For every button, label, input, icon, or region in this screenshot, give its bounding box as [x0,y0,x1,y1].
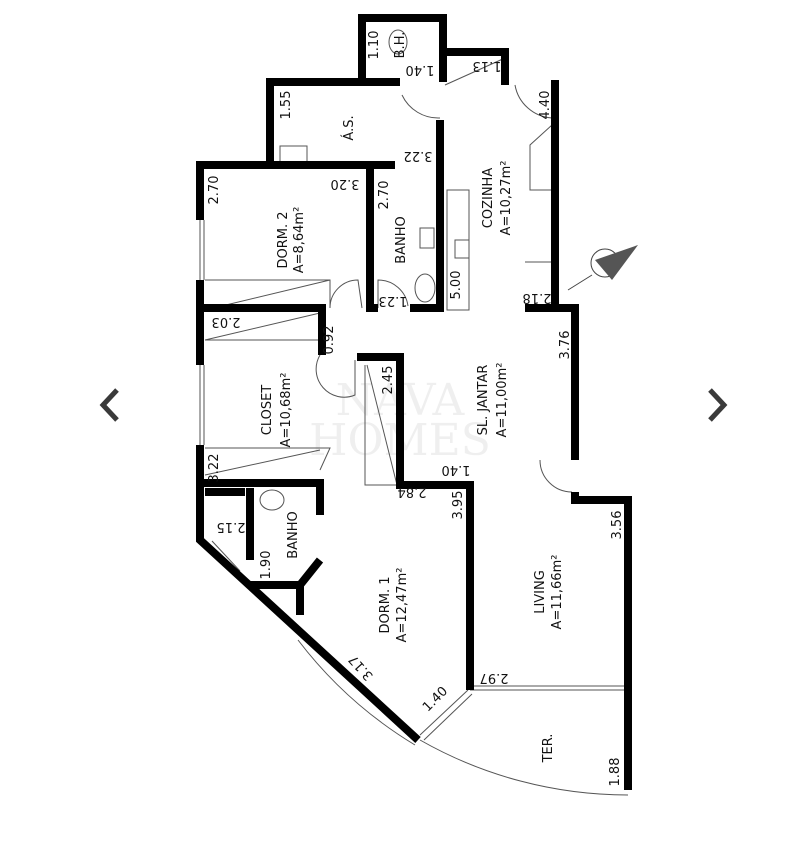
room-label-banho-1: BANHO [394,216,409,264]
room-label-banho-2: BANHO [286,511,301,559]
previous-image-button[interactable] [85,380,135,430]
dimension: 3.22 [207,454,222,483]
dimension: 2.15 [217,519,246,534]
dimension: 3.76 [558,331,573,360]
room-label-as: Á.S. [341,115,357,140]
walls [196,14,632,790]
dimension: 2.70 [377,181,392,210]
room-area-living: A=11,66m² [550,555,565,630]
dimension: 3.95 [451,491,466,520]
dimension-labels: 1.10 1.40 1.13 1.55 4.40 3.22 3.20 2.70 … [207,31,625,787]
dimension: 3.20 [331,176,360,191]
room-area-cozinha: A=10,27m² [499,161,514,236]
room-label-dorm2: DORM. 2 [276,211,291,268]
dimension: 4.40 [538,91,553,120]
dimension: 2.45 [381,366,396,395]
chevron-left-icon [99,388,119,422]
dimension: 1.40 [406,62,435,77]
room-area-dorm1: A=12,47m² [395,568,410,643]
dimension: 2.97 [480,670,509,685]
room-label-terraco: TER. [541,734,556,764]
dimension: 3.56 [610,511,625,540]
dimension: 1.88 [608,758,623,787]
fixtures [199,29,629,796]
dimension: 1.90 [259,551,274,580]
dimension: 2.84 [398,484,427,499]
dimension: 2.03 [212,314,241,329]
room-area-closet: A=10,68m² [279,373,294,448]
room-label-closet: CLOSET [260,385,275,436]
room-label-jantar: SL. JANTAR [476,365,491,436]
room-labels: B.H. Á.S. COZINHA A=10,27m² DORM. 2 A=8,… [260,32,565,764]
dimension: 3.22 [404,148,433,163]
room-label-living: LIVING [533,570,548,614]
dimension: 2.70 [207,176,222,205]
dimension: 1.13 [473,58,502,73]
next-image-button[interactable] [692,380,742,430]
dimension: 1.10 [367,31,382,60]
dimension: 2.18 [523,290,552,305]
room-label-dorm1: DORM. 1 [378,576,393,633]
chevron-right-icon [708,388,728,422]
dimension: 1.55 [279,91,294,120]
dimension: 0.92 [322,326,337,355]
dimension: 1.23 [379,293,408,308]
dimension: 1.40 [442,462,471,477]
room-label-bwc: B.H. [393,32,408,59]
room-area-dorm2: A=8,64m² [292,207,307,274]
room-label-cozinha: COZINHA [481,168,496,229]
compass-icon [567,245,638,291]
room-area-jantar: A=11,00m² [495,363,510,438]
dimension: 5.00 [449,271,464,300]
